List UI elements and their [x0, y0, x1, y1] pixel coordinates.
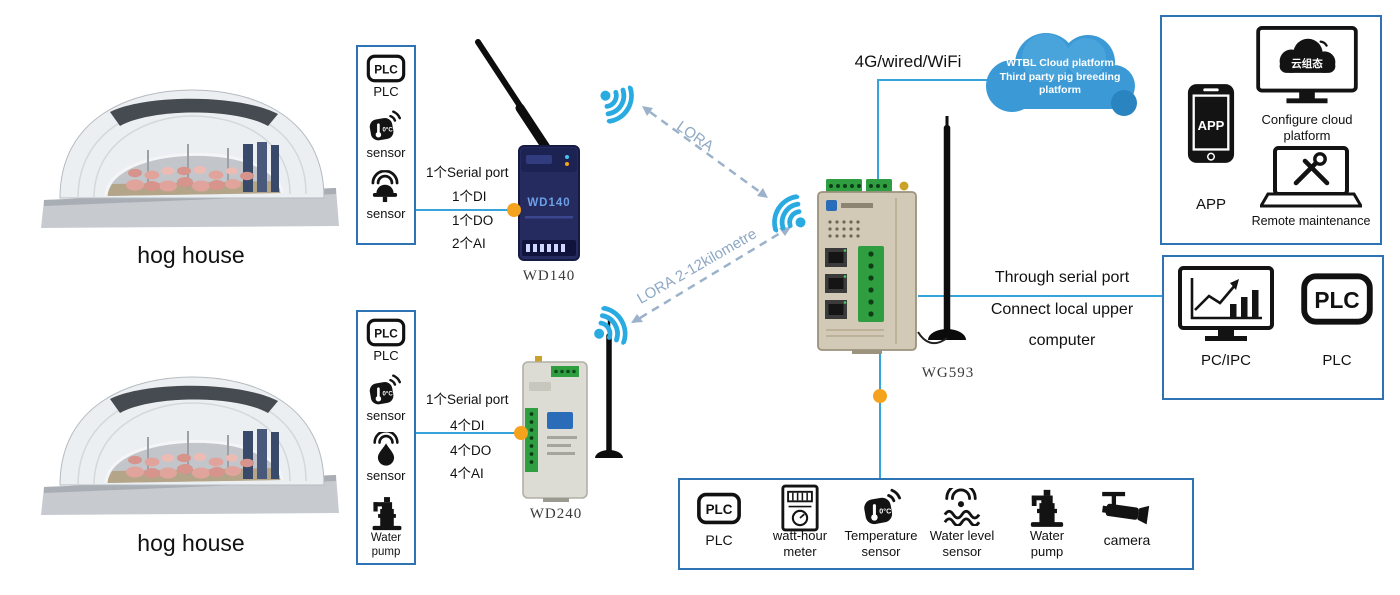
cloud-text-line3: platform — [1039, 84, 1081, 96]
level-label-line1: Water level — [929, 528, 995, 543]
wd240-spec-line: 4个AI — [450, 466, 484, 481]
plc-icon: PLC — [366, 54, 406, 83]
sensor-label: sensor — [366, 145, 406, 160]
serial-note-line1: Through serial port — [994, 269, 1130, 286]
watt-label-line1: watt-hour — [772, 528, 828, 543]
temperature-sensor-icon: 0°C — [860, 486, 902, 526]
camera-label: camera — [1103, 532, 1151, 548]
wd240-spec-line: 4个DI — [450, 418, 485, 433]
configure-label-line1: Configure cloud — [1261, 112, 1353, 127]
temp-reading-text: 0°C — [383, 391, 394, 397]
plc-label: PLC — [373, 84, 399, 99]
configure-label-line2: platform — [1283, 127, 1331, 143]
junction-dot-wd240 — [514, 426, 528, 440]
water-level-sensor-icon — [938, 488, 984, 526]
hog-house-label-top: hog house — [137, 242, 245, 268]
pc-ipc-label: PC/IPC — [1200, 352, 1251, 369]
water-pump-label-line1: Water — [370, 532, 402, 544]
temp-reading-text: 0°C — [383, 127, 394, 133]
level-label-line2: sensor — [942, 543, 982, 559]
plc-icon-text: PLC — [374, 327, 398, 340]
cloud-platform: WTBL Cloud platform Third party pig bree… — [972, 16, 1142, 121]
wd140-spec-line: 1个DO — [452, 213, 494, 228]
watt-hour-meter-label: watt-hour meter — [760, 528, 840, 559]
camera-icon — [1100, 490, 1154, 532]
temp-label-line1: Temperature — [844, 528, 918, 543]
plc-label: PLC — [1322, 352, 1352, 369]
wg593-device — [814, 178, 920, 354]
sensor-label: sensor — [366, 408, 406, 423]
plc-icon: PLC — [1300, 272, 1374, 326]
antenna-sensor-icon — [366, 170, 404, 203]
hog-house-label-bottom: hog house — [137, 530, 245, 556]
water-pump-label: Water pump — [356, 532, 416, 560]
wd240-device — [521, 356, 591, 502]
pump-label-line2: pump — [1030, 543, 1064, 559]
app-screen-text: APP — [1197, 118, 1225, 133]
sensor-label: sensor — [366, 206, 406, 221]
wan-link-label: 4G/wired/WiFi — [854, 52, 962, 71]
junction-dot-wg593 — [873, 389, 887, 403]
cloud-text-line1: WTBL Cloud platform — [1006, 57, 1114, 69]
app-label: APP — [1195, 196, 1226, 213]
lora-link-bottom — [631, 227, 791, 323]
temperature-sensor-icon: 0°C — [366, 108, 402, 142]
pump-label-line1: Water — [1029, 528, 1065, 543]
wd140-device-text: WD140 — [527, 197, 570, 209]
plc-icon-text: PLC — [374, 63, 398, 76]
plc-icon-text: PLC — [706, 502, 733, 517]
water-pump-icon — [370, 492, 404, 531]
wd140-spec-line: 2个AI — [452, 236, 486, 251]
temp-reading-text: 0°C — [879, 508, 891, 516]
watt-label-line2: meter — [783, 543, 817, 559]
hog-house-photo-top — [40, 72, 340, 232]
watt-hour-meter-icon — [780, 484, 820, 532]
wg593-antenna — [917, 116, 966, 345]
plc-label: PLC — [373, 348, 399, 363]
sensor-label: sensor — [366, 468, 406, 483]
water-pump-label: Water pump — [1012, 528, 1082, 559]
configure-cloud-platform-label: Configure cloud platform — [1246, 112, 1368, 143]
pc-ipc-icon — [1178, 266, 1274, 350]
plc-icon-text: PLC — [1314, 287, 1359, 313]
cloud-text-line2: Third party pig breeding — [1000, 71, 1121, 83]
wd240-spec-line: 4个DO — [450, 443, 492, 458]
temperature-sensor-icon: 0°C — [366, 372, 402, 406]
plc-icon: PLC — [696, 492, 742, 525]
remote-maintenance-icon — [1260, 146, 1362, 212]
wd140-antenna — [475, 39, 554, 157]
cloud-badge-text: 云组态 — [1291, 58, 1323, 70]
water-pump-icon — [1028, 484, 1066, 528]
serial-note-line2: Connect local upper — [990, 301, 1134, 318]
temperature-sensor-label: Temperature sensor — [836, 528, 926, 559]
wd140-spec-line: 1个Serial port — [426, 165, 509, 180]
water-pump-label-line2: pump — [371, 545, 401, 558]
temp-label-line2: sensor — [861, 543, 901, 559]
wd140-label: WD140 — [522, 268, 576, 284]
wg593-label: WG593 — [921, 365, 975, 381]
junction-dot-wd140 — [507, 203, 521, 217]
water-drop-sensor-icon — [368, 432, 404, 466]
hog-house-photo-bottom — [40, 358, 340, 520]
lora-link-top — [642, 106, 768, 198]
plc-label: PLC — [705, 532, 733, 548]
wd240-label: WD240 — [529, 506, 583, 522]
wd140-spec-line: 1个DI — [452, 189, 487, 204]
water-level-sensor-label: Water level sensor — [918, 528, 1006, 559]
wd140-device: WD140 — [517, 144, 581, 264]
wd240-spec-line: 1个Serial port — [426, 392, 509, 407]
serial-note-line3: computer — [1028, 332, 1096, 349]
remote-maintenance-label: Remote maintenance — [1251, 214, 1371, 228]
plc-icon: PLC — [366, 318, 406, 347]
blue-connectors — [416, 79, 1162, 478]
